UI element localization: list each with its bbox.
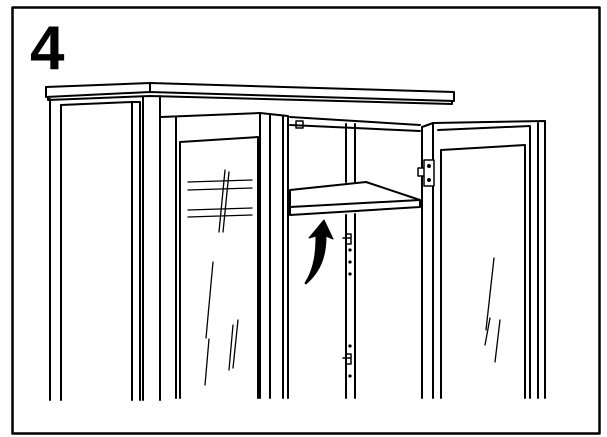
cabinet-top (46, 83, 454, 104)
up-arrow-icon (305, 220, 333, 284)
cabinet-interior (290, 117, 420, 398)
left-door-glass-glare (188, 170, 252, 385)
left-door (161, 113, 288, 398)
shelf (290, 182, 420, 215)
right-door-glass-glare (485, 258, 500, 362)
right-door (418, 121, 545, 398)
cabinet-front-post (143, 96, 160, 398)
bottom-cut (50, 398, 160, 400)
hinge-icon (418, 160, 434, 186)
panel-border (13, 8, 600, 434)
cabinet-left-side (50, 99, 140, 398)
